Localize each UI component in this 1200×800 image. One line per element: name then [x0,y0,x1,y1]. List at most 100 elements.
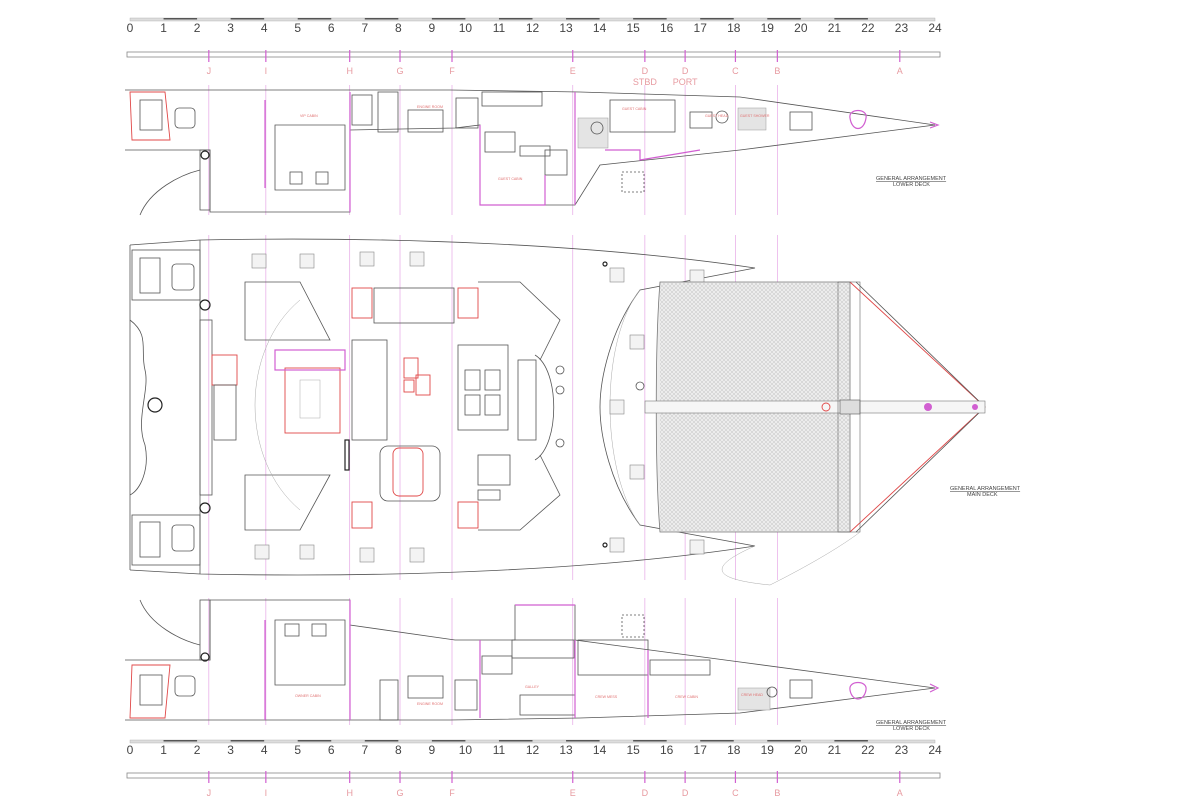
deck-hatch [609,537,625,553]
scale-label: 23 [895,21,909,35]
deck-hatch [409,251,425,267]
drawing-title: GENERAL ARRANGEMENT [876,176,947,182]
scale-label: 22 [861,21,875,35]
deck-hatch [299,253,315,269]
room-label: CREW MESS [595,695,618,699]
station-label: E [570,66,576,76]
drawing-title: GENERAL ARRANGEMENT [950,486,1021,492]
scale-label: 3 [227,21,234,35]
scale-label: 13 [559,21,573,35]
station-label: D [642,788,649,798]
ruler-segment [163,18,198,20]
station-bar [126,51,941,58]
room-label: GUEST CABIN [622,107,647,111]
station-label: J [207,66,212,76]
drawing-title: GENERAL ARRANGEMENT [876,720,947,726]
scale-label: 17 [694,21,708,35]
scale-label: 20 [794,743,808,757]
lower-deck-plan-bottom: OWNER CABIN ENGINE ROOM GALLEY CREW MESS… [125,599,947,732]
scale-label: 22 [861,743,875,757]
station-label: I [265,788,268,798]
scale-label: 6 [328,743,335,757]
deck-hatch [609,399,625,415]
ruler-segment [364,18,399,20]
deck-hatch [254,544,270,560]
ruler-segment [834,18,868,20]
scale-label: 10 [459,21,473,35]
scale-label: 7 [361,21,368,35]
station-label: A [897,66,903,76]
scale-label: 9 [429,21,436,35]
scale-label: 10 [459,743,473,757]
scale-label: 12 [526,743,540,757]
room-label: ENGINE ROOM [417,105,443,109]
deck-hatch [359,251,375,267]
scale-label: 12 [526,21,540,35]
scale-label: 1 [160,743,167,757]
scale-label: 21 [828,743,842,757]
scale-label: 5 [294,743,301,757]
scale-label: 7 [361,743,368,757]
room-label: CREW CABIN [675,695,698,699]
scale-label: 11 [493,743,506,757]
scale-label: 1 [160,21,167,35]
room-label: GUEST SHOWER [740,114,770,118]
station-sublabel: PORT [673,77,698,87]
scale-label: 23 [895,743,909,757]
ruler-segment [297,740,332,742]
ruler-segment [566,18,600,20]
scale-label: 24 [928,743,942,757]
ruler-segment [566,740,600,742]
scale-label: 8 [395,743,402,757]
scale-label: 19 [761,743,775,757]
scale-label: 15 [626,21,640,35]
deck-hatch [689,539,705,555]
drawing-subtitle: LOWER DECK [893,182,930,188]
deck-hatch [409,547,425,563]
station-label: D [642,66,649,76]
scale-label: 20 [794,21,808,35]
drawing-subtitle: MAIN DECK [967,492,998,498]
ruler-segment [767,18,801,20]
ruler-segment [230,18,265,20]
deck-hatch [251,253,267,269]
ruler-segment [498,18,533,20]
scale-label: 19 [761,21,775,35]
room-label: ENGINE ROOM [417,702,443,706]
ruler-segment [431,740,466,742]
station-label: J [207,788,212,798]
station-label: H [346,788,353,798]
scale-label: 9 [429,743,436,757]
scale-label: 0 [127,21,134,35]
scale-label: 18 [727,743,741,757]
scale-label: 8 [395,21,402,35]
scale-label: 15 [626,743,640,757]
room-label: GUEST CABIN [498,177,523,181]
scale-label: 4 [261,743,268,757]
station-label: F [449,788,455,798]
station-label: G [397,66,404,76]
scale-label: 16 [660,743,674,757]
scale-label: 24 [928,21,942,35]
station-label: D [682,788,689,798]
ruler-segment [633,18,667,20]
station-sublabel: STBD [633,77,658,87]
scale-label: 14 [593,743,607,757]
ruler-segment [297,18,332,20]
deck-hatch [629,334,645,350]
main-deck-plan: GENERAL ARRANGEMENT MAIN DECK [129,238,1021,586]
station-bar [126,772,941,779]
scale-label: 21 [828,21,842,35]
scale-label: 17 [694,743,708,757]
ruler-segment [700,740,734,742]
scale-label: 11 [493,21,506,35]
scale-label: 4 [261,21,268,35]
station-label: F [449,66,455,76]
ruler-segment [633,740,667,742]
deck-hatch [359,547,375,563]
station-label: D [682,66,689,76]
scale-label: 2 [194,21,201,35]
